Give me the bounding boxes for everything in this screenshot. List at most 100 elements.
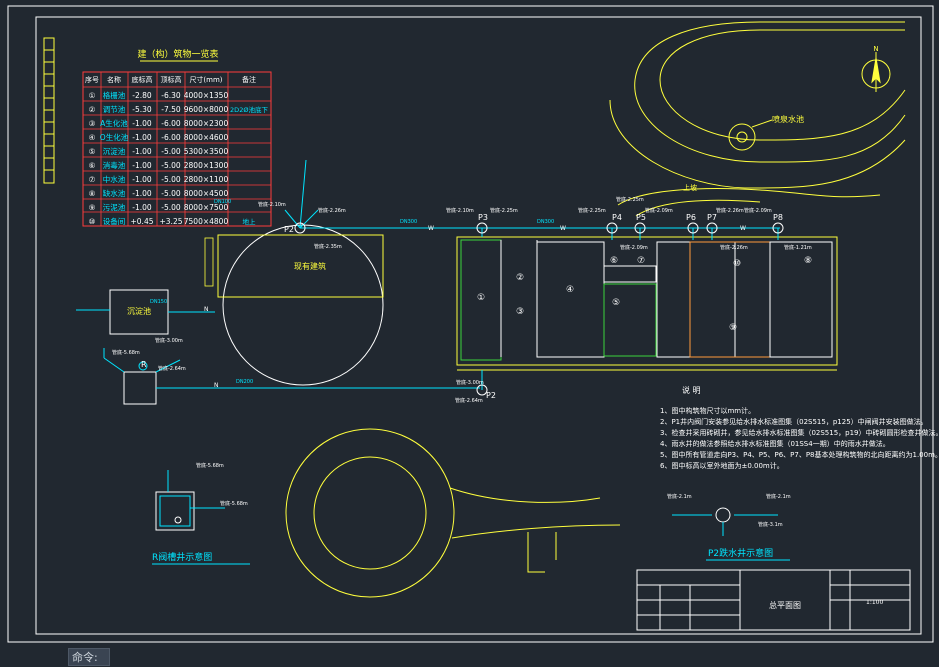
table-cell: -1.00 bbox=[132, 119, 152, 128]
svg-text:W: W bbox=[560, 225, 566, 232]
north-arrow: N bbox=[861, 45, 891, 92]
drawing-name: 总平面图 bbox=[769, 600, 801, 610]
header-note: 备注 bbox=[242, 75, 256, 84]
svg-text:③: ③ bbox=[516, 307, 524, 317]
table-cell: 8000×4600 bbox=[184, 133, 229, 142]
note-line: 3、检查井采用砖砌井，参见给水排水标准图集（02S515，p19）中砖砌圆形检查… bbox=[660, 428, 939, 437]
table-cell: 2800×1100 bbox=[184, 175, 229, 184]
table-cell: -1.00 bbox=[132, 133, 152, 142]
svg-text:⑨: ⑨ bbox=[729, 323, 737, 333]
header-no: 序号 bbox=[85, 75, 99, 84]
table-cell: -2.80 bbox=[132, 91, 152, 100]
svg-text:⑤: ⑤ bbox=[612, 298, 620, 308]
inner-frame bbox=[35, 16, 922, 635]
detail-p2-title: P2跌水井示意图 bbox=[708, 547, 773, 559]
svg-text:DN150: DN150 bbox=[150, 299, 167, 305]
header-name: 名称 bbox=[107, 75, 121, 84]
inspection-wells bbox=[294, 222, 784, 396]
table-cell: 缺水池 bbox=[103, 188, 126, 198]
treatment-plant bbox=[456, 236, 838, 371]
drawing-canvas[interactable]: 建（构）筑物一览表 序号 名称 底标高 顶标高 尺寸(mm) 备注 bbox=[0, 0, 939, 645]
well-label: P2 bbox=[486, 391, 496, 400]
table-cell: ⑧ bbox=[89, 189, 96, 198]
svg-text:DN100: DN100 bbox=[214, 199, 231, 205]
table-cell: 8000×2300 bbox=[184, 119, 229, 128]
table-cell: 格栅池 bbox=[103, 90, 126, 100]
well-label: P5 bbox=[636, 213, 646, 222]
table-cell: -6.00 bbox=[161, 133, 181, 142]
svg-text:管底-3.00m: 管底-3.00m bbox=[456, 379, 484, 386]
table-cell: O生化池 bbox=[100, 132, 129, 142]
drawing-scale: 1:100 bbox=[866, 599, 883, 606]
svg-text:管底-2.25m: 管底-2.25m bbox=[616, 196, 644, 203]
svg-text:管底-2.09m: 管底-2.09m bbox=[620, 244, 648, 251]
svg-text:管底-2.1m: 管底-2.1m bbox=[766, 493, 791, 500]
table-cell: -1.00 bbox=[132, 147, 152, 156]
well-label: P7 bbox=[707, 213, 717, 222]
svg-text:①: ① bbox=[477, 293, 485, 303]
table-cell: -1.00 bbox=[132, 161, 152, 170]
table-cell: -5.30 bbox=[132, 105, 152, 114]
table-title: 建（构）筑物一览表 bbox=[137, 48, 218, 60]
table-cell: 设备间 bbox=[103, 216, 126, 226]
outer-frame bbox=[7, 5, 934, 643]
table-cell: ⑨ bbox=[89, 203, 96, 212]
header-bottom: 底标高 bbox=[132, 75, 153, 84]
table-cell: 污泥池 bbox=[103, 202, 126, 212]
note-line: 4、雨水井的做法参照给水排水标准图集（01SS4一期）中的雨水井做法。 bbox=[660, 439, 890, 448]
table-cell: 7500×4800 bbox=[184, 217, 229, 226]
table-cell: -1.00 bbox=[132, 203, 152, 212]
circular-plaza bbox=[222, 224, 384, 386]
north-label: N bbox=[873, 45, 878, 53]
svg-text:②: ② bbox=[516, 273, 524, 283]
note-line: 1、图中构筑物尺寸以mm计。 bbox=[660, 406, 755, 415]
table-cell: ① bbox=[89, 91, 96, 100]
table-cell: ④ bbox=[89, 133, 96, 142]
svg-text:管底-3.00m: 管底-3.00m bbox=[155, 337, 183, 344]
table-cell: -5.00 bbox=[161, 175, 181, 184]
table-cell: ⑦ bbox=[89, 175, 96, 184]
svg-text:管底-2.10m: 管底-2.10m bbox=[258, 201, 286, 208]
r-valve-well bbox=[123, 371, 157, 405]
notes-title: 说 明 bbox=[682, 385, 701, 395]
table-cell: +3.25 bbox=[160, 217, 183, 226]
svg-text:W: W bbox=[740, 225, 746, 232]
svg-text:管底-2.25m: 管底-2.25m bbox=[578, 207, 606, 214]
svg-text:管底-2.25m: 管底-2.25m bbox=[490, 207, 518, 214]
table-cell: 2800×1300 bbox=[184, 161, 229, 170]
table-cell: ⑩ bbox=[89, 217, 96, 226]
note-line: 2、P1井内阀门安装参见给水排水标准图集（02S515，p125）中闸阀井安装图… bbox=[660, 417, 928, 426]
svg-text:管底-5.68m: 管底-5.68m bbox=[112, 349, 140, 356]
settling-tank-label: 沉淀池 bbox=[127, 306, 151, 316]
header-size: 尺寸(mm) bbox=[189, 75, 222, 84]
svg-text:管底-5.68m: 管底-5.68m bbox=[196, 462, 224, 469]
svg-text:⑦: ⑦ bbox=[637, 256, 645, 266]
table-cell: 2D2Ø池底下 bbox=[230, 105, 268, 114]
svg-text:管底-2.35m: 管底-2.35m bbox=[314, 243, 342, 250]
table-cell: 8000×4500 bbox=[184, 189, 229, 198]
table-cell: -1.00 bbox=[132, 189, 152, 198]
svg-text:④: ④ bbox=[566, 285, 574, 295]
existing-building-label: 现有建筑 bbox=[294, 261, 326, 271]
command-prompt: 命令: bbox=[72, 651, 98, 664]
header-top: 顶标高 bbox=[161, 75, 182, 84]
site-plan-drawing: 建（构）筑物一览表 序号 名称 底标高 顶标高 尺寸(mm) 备注 bbox=[7, 5, 939, 643]
svg-text:管底-2.1m: 管底-2.1m bbox=[667, 493, 692, 500]
svg-text:N: N bbox=[214, 382, 219, 389]
svg-text:管底-2.09m: 管底-2.09m bbox=[744, 207, 772, 214]
well-label: P3 bbox=[478, 213, 488, 222]
svg-text:管底-5.68m: 管底-5.68m bbox=[220, 500, 248, 507]
svg-text:⑥: ⑥ bbox=[610, 256, 618, 266]
svg-text:管底-2.26m: 管底-2.26m bbox=[318, 207, 346, 214]
table-cell: 沉淀池 bbox=[103, 146, 126, 156]
table-cell: 8000×7500 bbox=[184, 203, 229, 212]
table-cell: 9600×8000 bbox=[184, 105, 229, 114]
title-block bbox=[636, 569, 911, 631]
table-cell: +0.45 bbox=[131, 217, 154, 226]
up-slope-label: 上坡 bbox=[683, 183, 697, 192]
table-cell: 5300×3500 bbox=[184, 147, 229, 156]
fountain-label: 喷泉水池 bbox=[772, 114, 804, 124]
command-input[interactable] bbox=[68, 648, 110, 666]
